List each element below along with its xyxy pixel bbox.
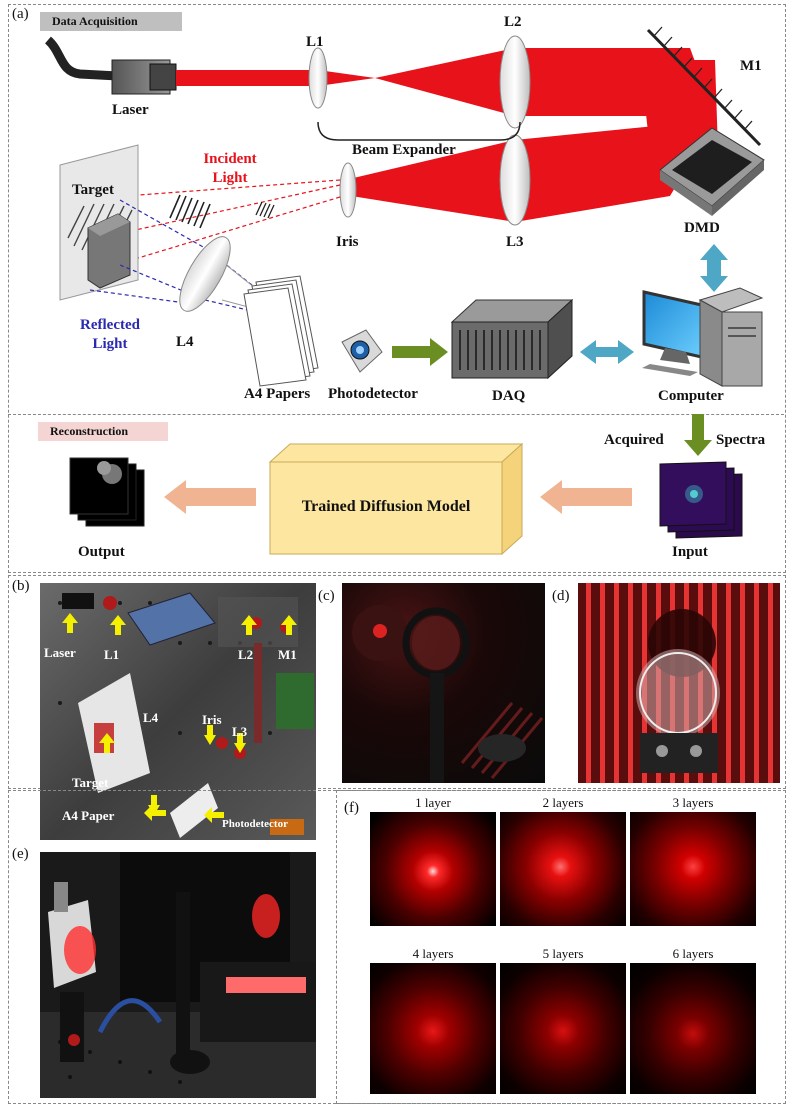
- arrow-computer-dmd: [700, 244, 728, 292]
- panel-label-a: (a): [12, 6, 29, 22]
- laser-cable: [44, 36, 119, 81]
- computer-device: [642, 287, 764, 387]
- pattern-stripes-large: [169, 194, 211, 229]
- beam-laser-l1: [176, 70, 318, 86]
- setup-schematic: [44, 26, 765, 556]
- panel-label-c: (c): [318, 588, 335, 604]
- label-l4: L4: [176, 334, 194, 350]
- photo-e-detector-setup: [40, 852, 316, 1098]
- input-spectra-stack: [659, 461, 743, 539]
- photo-b-a4-paper: [170, 783, 218, 838]
- panel-label-b: (b): [12, 578, 30, 594]
- layer-spot-6: [630, 963, 756, 1094]
- label-reflected-light: Reflected Light: [80, 317, 140, 352]
- layer-spot-1: [370, 812, 496, 926]
- lens-l2: [499, 35, 531, 129]
- photo-b-label-a4-paper: A4 Paper: [62, 808, 115, 823]
- arrow-daq-computer: [580, 340, 634, 364]
- layer-title-4: 4 layers: [412, 946, 454, 961]
- photo-b-label-iris: Iris: [202, 712, 222, 727]
- photo-c-lens-mount: [342, 583, 545, 783]
- layer-spot-2: [500, 812, 626, 926]
- layer-spot-3: [630, 812, 756, 926]
- iris-aperture: [339, 162, 357, 218]
- photo-b-label-l1: L1: [104, 647, 120, 662]
- label-l1: L1: [306, 34, 324, 50]
- layer-spot-5: [500, 963, 626, 1094]
- beam-expander-bracket: [317, 121, 521, 141]
- label-dmd: DMD: [684, 220, 720, 236]
- panel-a-divider: [8, 414, 784, 415]
- label-incident-light: Incident Light: [203, 151, 257, 186]
- arrow-model-output: [164, 480, 256, 514]
- daq-box: [450, 298, 574, 380]
- label-photodetector: Photodetector: [328, 386, 418, 402]
- photo-b-board: [276, 673, 314, 729]
- photo-b-photodetector: [270, 819, 304, 835]
- label-output: Output: [78, 544, 125, 560]
- label-m1: M1: [740, 58, 762, 74]
- layer-title-2: 2 layers: [542, 795, 584, 810]
- trained-model-box: [268, 442, 524, 556]
- section-tag-acquisition: Data Acquisition: [40, 12, 182, 31]
- section-tag-reconstruction: Reconstruction: [38, 422, 168, 441]
- photo-b-label-l2: L2: [238, 647, 254, 662]
- photo-b-laser: [62, 593, 94, 609]
- layer-title-5: 5 layers: [542, 946, 584, 961]
- layer-title-1: 1 layer: [415, 795, 451, 810]
- label-a4-papers: A4 Papers: [244, 386, 311, 402]
- pattern-stripes-small: [255, 201, 275, 219]
- label-daq: DAQ: [492, 388, 526, 404]
- label-computer: Computer: [658, 388, 724, 404]
- layer-title-3: 3 layers: [672, 795, 714, 810]
- panel-label-d: (d): [552, 588, 570, 604]
- label-l3: L3: [506, 234, 524, 250]
- photo-b-daq: [127, 592, 216, 646]
- arrow-input-model: [540, 480, 632, 514]
- label-iris: Iris: [336, 234, 359, 250]
- a4-paper-stack: [243, 275, 319, 387]
- label-beam-expander: Beam Expander: [352, 142, 456, 158]
- label-spectra: Spectra: [716, 432, 766, 448]
- photo-b-label-target: Target: [72, 775, 109, 790]
- layer-spot-4: [370, 963, 496, 1094]
- dmd-device: [659, 127, 765, 216]
- target-plate: [59, 144, 139, 301]
- beam-dmd-l3: [515, 120, 715, 222]
- label-target: Target: [72, 182, 114, 198]
- photo-d-illuminated-target: [578, 583, 780, 783]
- photodetector-device: [341, 329, 383, 373]
- panel-f-frame: [336, 790, 786, 1104]
- arrow-computer-input: [684, 414, 712, 456]
- beam-focus-l2: [375, 48, 515, 116]
- photo-b-label-laser: Laser: [44, 645, 76, 660]
- label-input: Input: [672, 544, 708, 560]
- label-laser: Laser: [112, 102, 149, 118]
- photo-b-label-l4: L4: [143, 710, 159, 725]
- beam-l3-iris: [345, 140, 515, 222]
- label-acquired: Acquired: [604, 432, 664, 448]
- panel-bcd-frame: [8, 575, 786, 789]
- panel-label-f: (f): [344, 800, 359, 816]
- label-l2: L2: [504, 14, 522, 30]
- arrow-photodetector-daq: [392, 338, 448, 366]
- lens-l3: [499, 134, 531, 226]
- lens-l1: [308, 47, 328, 109]
- panel-label-e: (e): [12, 846, 29, 862]
- photo-b-label-m1: M1: [278, 647, 297, 662]
- output-image-stack: [69, 457, 145, 527]
- panel-a-frame: [8, 4, 786, 573]
- label-trained-model: Trained Diffusion Model: [301, 498, 471, 515]
- beam-l1-focus: [318, 70, 375, 86]
- lens-l4: [179, 236, 231, 312]
- photo-b-label-photodetector: Photodetector: [222, 818, 288, 830]
- photo-b-setup: [40, 583, 316, 840]
- layer-title-6: 6 layers: [672, 946, 714, 961]
- photo-b-label-l3: L3: [232, 724, 248, 739]
